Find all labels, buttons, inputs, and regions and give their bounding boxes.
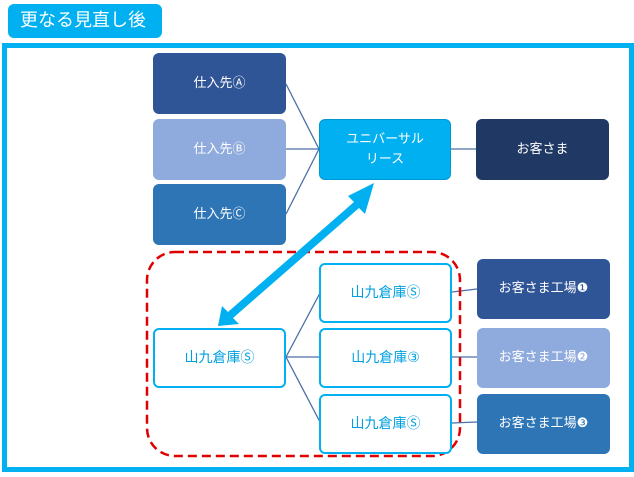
warehouse-3-box: 山九倉庫Ⓢ (319, 394, 452, 454)
factory-3-box: お客さま工場❸ (477, 394, 610, 454)
double-arrow-icon (218, 183, 374, 326)
hub-label-line1: ユニバーサル (346, 131, 424, 147)
connector-wh3-factory3 (451, 421, 478, 424)
hub-label-line2: リース (365, 151, 405, 167)
supplier-c-box: 仕入先Ⓒ (153, 184, 286, 245)
factory-2-label: お客さま工場❷ (498, 350, 589, 365)
supplier-b-box: 仕入先Ⓑ (153, 119, 286, 180)
warehouse-1-label: 山九倉庫Ⓢ (350, 285, 421, 301)
warehouse-main-box: 山九倉庫Ⓢ (153, 328, 286, 388)
customer-box: お客さま (476, 119, 609, 180)
supplier-a-box: 仕入先Ⓐ (153, 53, 286, 114)
warehouse-1-box: 山九倉庫Ⓢ (319, 263, 452, 323)
diagram-frame (2, 43, 634, 472)
connector-supplier-a-hub (285, 83, 320, 150)
warehouse-2-box: 山九倉庫③ (319, 328, 452, 388)
factory-3-label: お客さま工場❸ (498, 416, 589, 431)
customer-label: お客さま (516, 141, 569, 157)
section-title-tab: 更なる見直し後 (8, 4, 162, 38)
warehouse-main-label: 山九倉庫Ⓢ (184, 350, 255, 366)
factory-1-label: お客さま工場❶ (498, 281, 589, 296)
factory-1-box: お客さま工場❶ (477, 259, 610, 319)
warehouse-3-label: 山九倉庫Ⓢ (350, 416, 421, 432)
connector-wh1-factory1 (451, 288, 478, 293)
section-title: 更なる見直し後 (20, 10, 146, 31)
supplier-c-label: 仕入先Ⓒ (193, 206, 246, 222)
connector-wh-main-1 (285, 292, 321, 358)
warehouse-2-label: 山九倉庫③ (351, 350, 420, 366)
supplier-b-label: 仕入先Ⓑ (193, 141, 246, 157)
connector-supplier-c-hub (285, 148, 320, 215)
connector-wh-main-3 (285, 356, 321, 423)
factory-2-box: お客さま工場❷ (477, 328, 610, 388)
universal-lease-box: ユニバーサル リース (319, 119, 451, 180)
supplier-a-label: 仕入先Ⓐ (193, 75, 246, 91)
